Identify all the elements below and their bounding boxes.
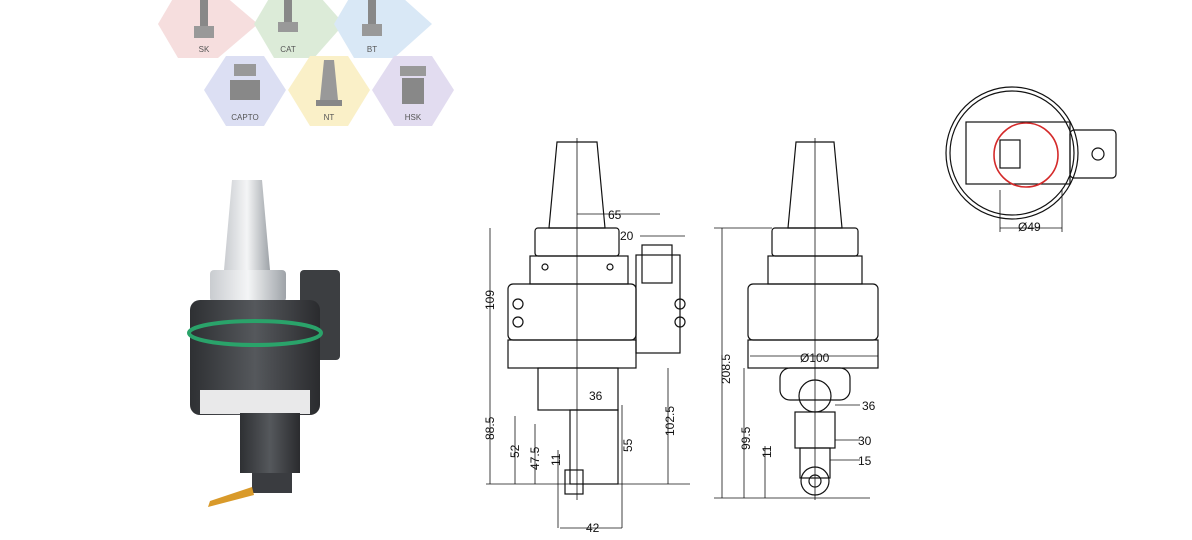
dim-side-52: 52 (508, 444, 522, 458)
interface-hsk: HSK (372, 56, 454, 126)
green-seal (187, 319, 323, 347)
dim-front-15: 15 (858, 454, 872, 468)
dim-side-36: 36 (589, 389, 603, 403)
dim-side-88-5: 88.5 (483, 416, 497, 440)
spindle-housing (240, 413, 300, 473)
interface-sk: SK (158, 0, 258, 58)
interface-cat: CAT (254, 0, 344, 58)
dim-front-100: Ø100 (800, 351, 830, 365)
interface-nt: NT (288, 56, 370, 126)
side-view-drawing: 65 20 109 102.5 36 88.5 52 47.5 11 55 42 (483, 138, 690, 535)
angle-head-product-render (187, 180, 340, 507)
interface-hexagon-panel: SK CAT BT CAPTO NT HSK (158, 0, 454, 126)
dim-front-30: 30 (858, 434, 872, 448)
label-cat: CAT (280, 45, 296, 54)
dim-side-102-5: 102.5 (663, 406, 677, 436)
dim-side-20: 20 (620, 229, 634, 243)
dim-front-11: 11 (760, 445, 774, 458)
label-bt: BT (367, 45, 377, 54)
interface-capto: CAPTO (204, 56, 286, 126)
taper-shank (224, 180, 270, 270)
label-sk: SK (199, 45, 210, 54)
angle-scale-ring (200, 390, 310, 414)
label-nt: NT (324, 113, 335, 122)
dim-side-55: 55 (621, 438, 635, 452)
label-hsk: HSK (405, 113, 422, 122)
dim-side-47-5: 47.5 (528, 446, 542, 470)
label-capto: CAPTO (231, 113, 258, 122)
dim-detail-49: Ø49 (1018, 220, 1041, 234)
collet-nut (252, 473, 292, 493)
dim-side-65: 65 (608, 208, 622, 222)
dim-front-208-5: 208.5 (719, 354, 733, 384)
drill-bit (208, 487, 254, 507)
head-body (190, 300, 320, 415)
dim-side-11: 11 (549, 453, 563, 466)
dim-side-109: 109 (483, 290, 497, 310)
flange (210, 270, 286, 302)
front-view-drawing: 208.5 Ø100 36 99.5 30 11 15 (714, 138, 879, 500)
top-detail-view: Ø49 (945, 86, 1117, 234)
interface-bt: BT (334, 0, 432, 58)
dim-front-36: 36 (862, 399, 876, 413)
dim-front-99-5: 99.5 (739, 426, 753, 450)
dim-side-42: 42 (586, 521, 600, 535)
